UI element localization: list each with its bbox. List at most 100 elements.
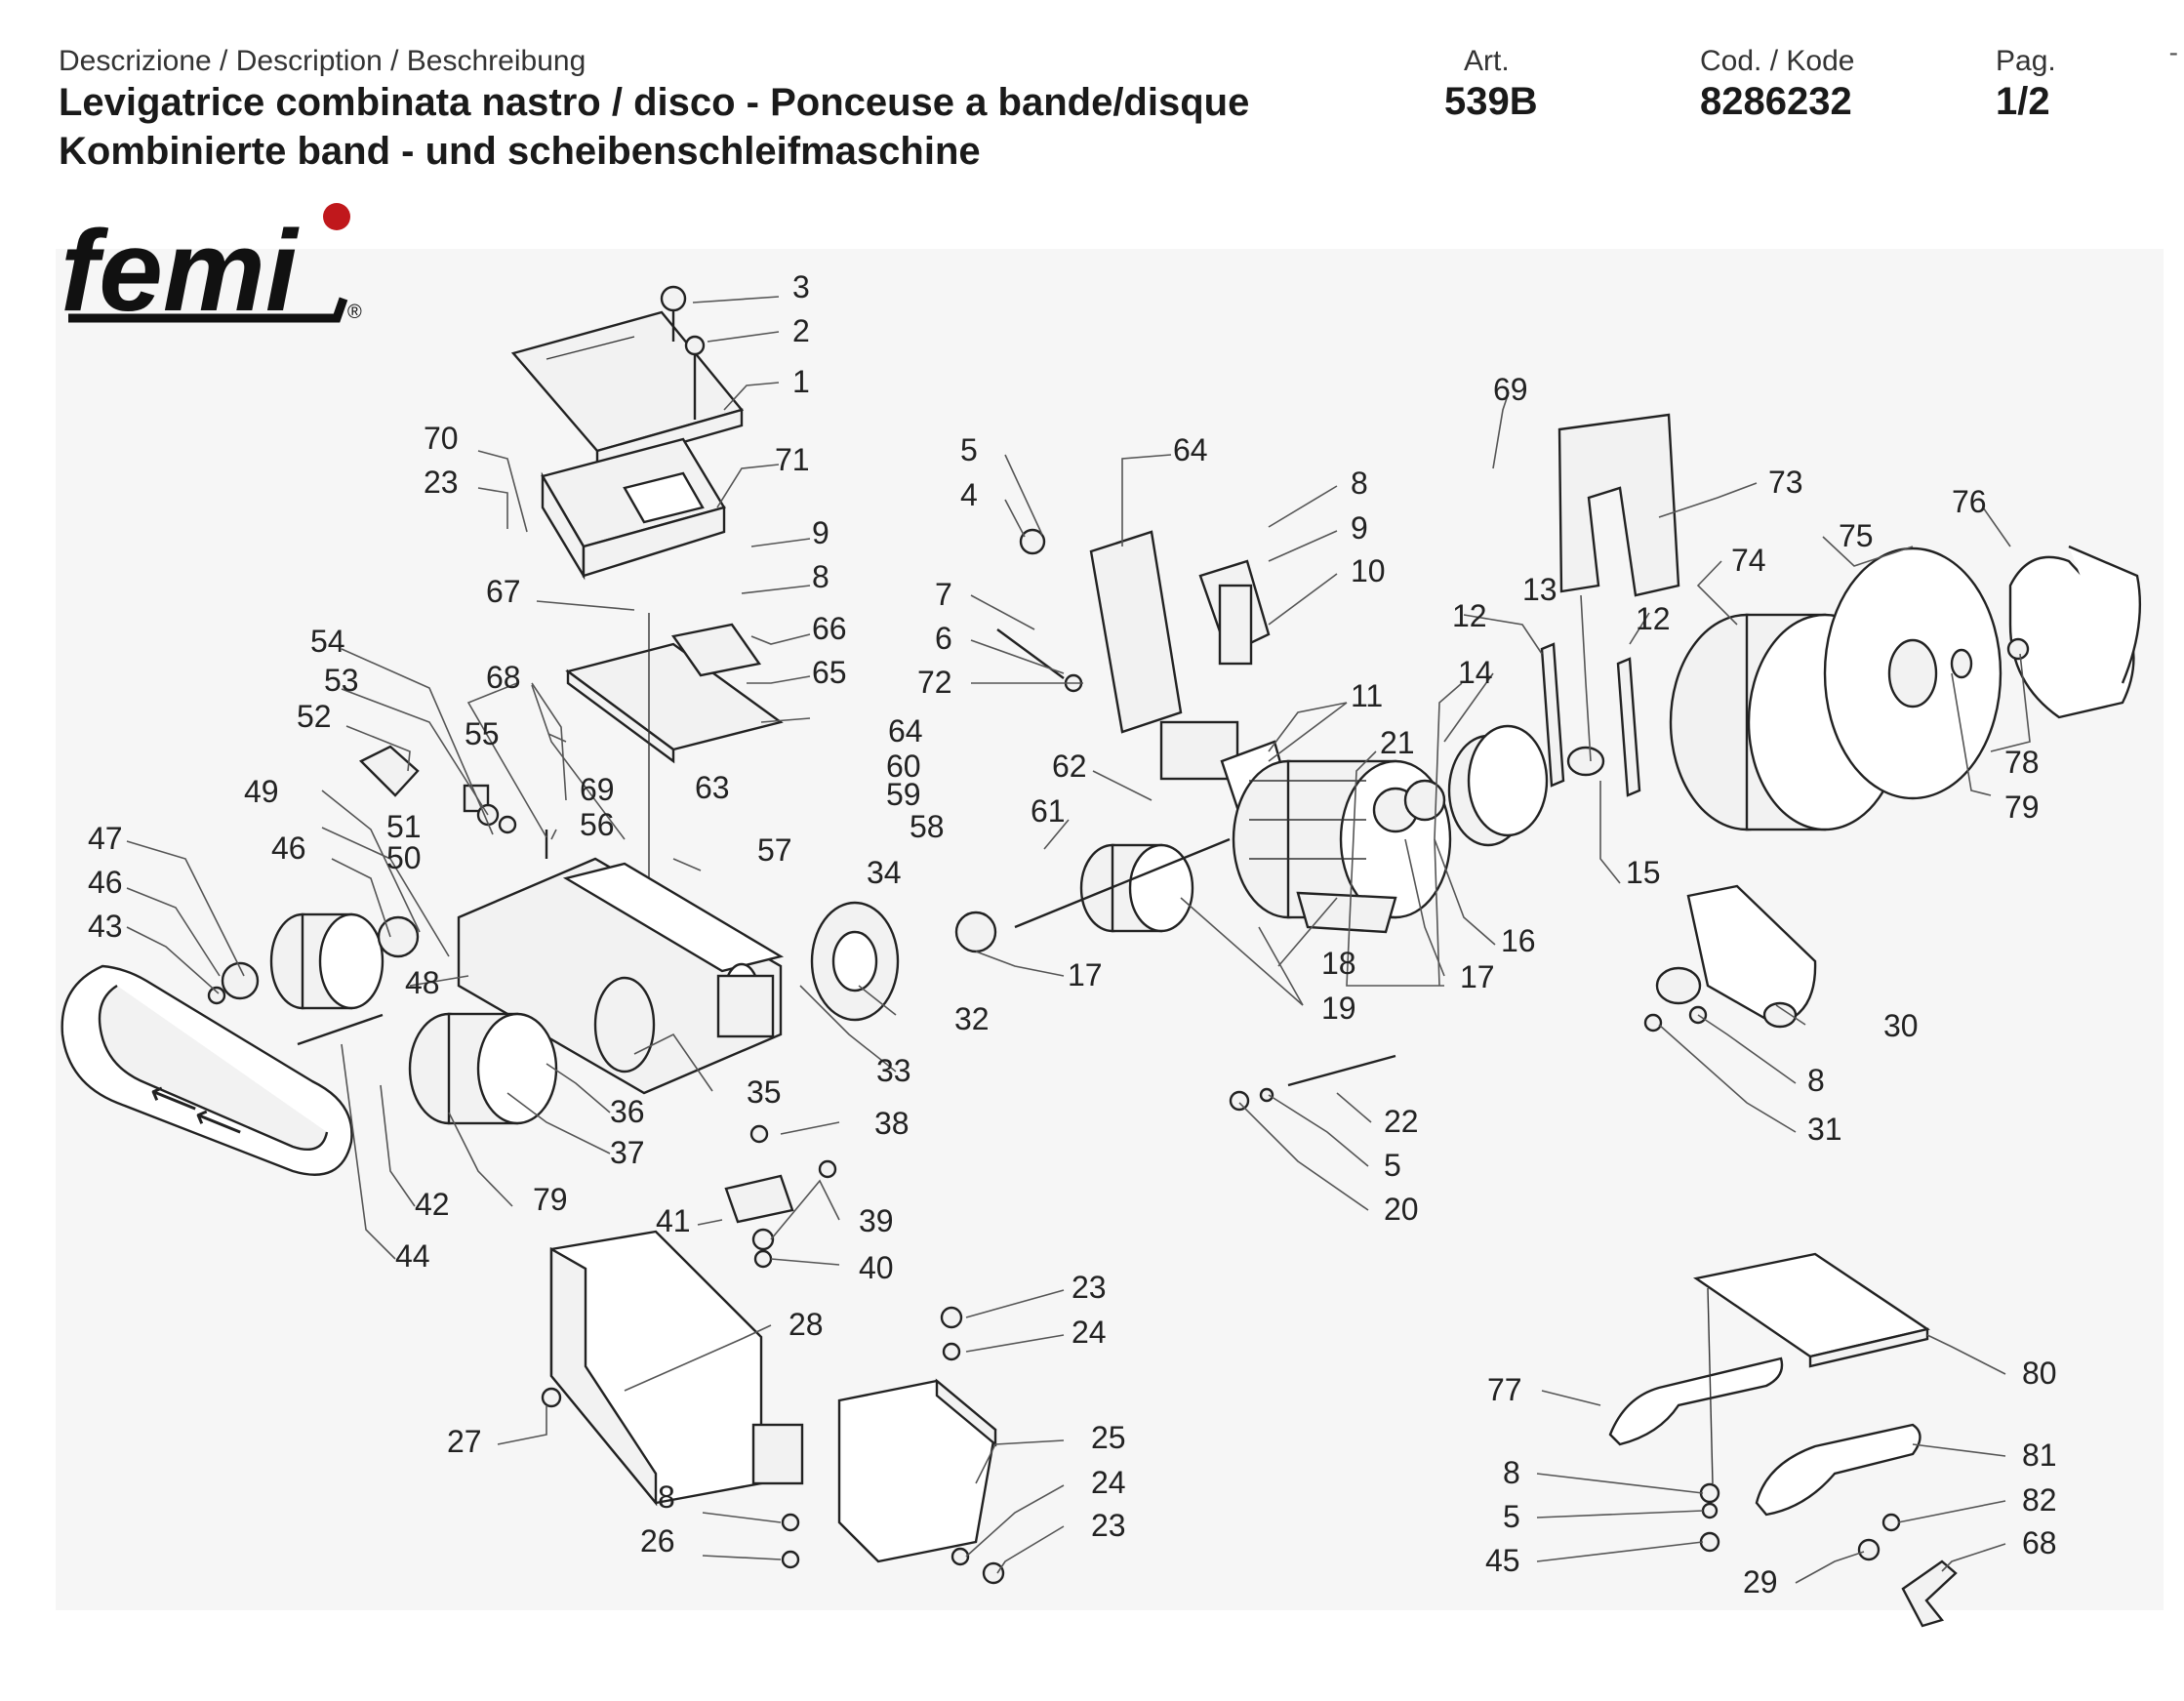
art-label: Art. (1464, 45, 1510, 77)
callout-59: 59 (886, 777, 921, 812)
callout-46b: 46 (88, 865, 123, 900)
motor-assembly (810, 759, 1452, 1022)
callout-38: 38 (874, 1106, 910, 1141)
callout-62: 62 (1052, 749, 1087, 784)
callout-42: 42 (415, 1187, 450, 1222)
callout-12b: 12 (1636, 601, 1671, 636)
callout-29: 29 (1743, 1564, 1778, 1600)
callout-26: 26 (640, 1523, 675, 1559)
callout-45: 45 (1485, 1543, 1520, 1578)
callout-30: 30 (1883, 1008, 1919, 1043)
callout-65: 65 (812, 655, 847, 690)
fan-and-disc-assembly (1447, 413, 2142, 1005)
callout-16: 16 (1501, 923, 1536, 958)
code-value: 8286232 (1700, 80, 1852, 123)
callout-28: 28 (789, 1307, 824, 1342)
motor-bracket-assembly (996, 528, 1290, 810)
callout-51: 51 (386, 809, 422, 844)
callout-5b: 5 (1384, 1148, 1401, 1183)
callout-58: 58 (910, 809, 945, 844)
title-line-1: Levigatrice combinata nastro / disco - P… (59, 81, 1250, 124)
callout-36: 36 (610, 1094, 645, 1129)
page-value: 1/2 (1996, 80, 2050, 123)
callout-5a: 5 (960, 432, 978, 467)
header-block: Descrizione / Description / Beschreibung… (59, 45, 1249, 176)
callout-41: 41 (656, 1203, 691, 1238)
callout-6: 6 (935, 621, 952, 656)
callout-50: 50 (386, 840, 422, 875)
callout-8e: 8 (1503, 1455, 1520, 1490)
callout-72: 72 (917, 665, 952, 700)
callout-4: 4 (960, 477, 978, 512)
callout-32: 32 (954, 1001, 990, 1036)
callout-8c: 8 (1351, 466, 1368, 501)
callout-40: 40 (859, 1250, 894, 1285)
bracket-41 (724, 1124, 837, 1269)
base-pan-assembly (541, 1230, 1005, 1585)
callout-22: 22 (1384, 1104, 1419, 1139)
art-column: Art. 539B (1444, 45, 1538, 124)
callout-9: 9 (812, 515, 829, 550)
callout-53: 53 (324, 663, 359, 698)
callout-69b: 69 (1493, 372, 1528, 407)
callout-23c: 23 (1091, 1508, 1126, 1543)
belt-and-roller-assembly: ⟵ ⟵ (61, 745, 558, 1176)
callout-9b: 9 (1351, 510, 1368, 546)
callout-39: 39 (859, 1203, 894, 1238)
callout-56: 56 (580, 807, 615, 842)
callout-17a: 17 (1068, 957, 1103, 992)
callout-48: 48 (405, 965, 440, 1000)
callout-71: 71 (775, 442, 810, 477)
callout-64: 64 (888, 713, 923, 749)
page-label: Pag. (1996, 45, 2056, 77)
disc-guard (1643, 884, 1817, 1033)
callout-8d: 8 (1807, 1063, 1825, 1098)
callout-49: 49 (244, 774, 279, 809)
registered-mark: ® (347, 302, 362, 323)
callout-8: 8 (812, 559, 829, 594)
table-assembly (1608, 1252, 1958, 1628)
callout-76: 76 (1952, 484, 1987, 519)
callout-73: 73 (1768, 465, 1803, 500)
code-label: Cod. / Kode (1700, 45, 1855, 77)
callout-18: 18 (1321, 946, 1356, 981)
callout-46a: 46 (271, 830, 306, 866)
callout-10: 10 (1351, 553, 1386, 588)
callout-19: 19 (1321, 991, 1356, 1026)
callout-47: 47 (88, 821, 123, 856)
callout-79b: 79 (2004, 790, 2040, 825)
callout-67: 67 (486, 574, 521, 609)
callout-70: 70 (424, 421, 459, 456)
callout-64b: 64 (1173, 432, 1208, 467)
title-line-2: Kombinierte band - und scheibenschleifma… (59, 130, 981, 173)
callout-5c: 5 (1503, 1499, 1520, 1534)
callout-3: 3 (792, 269, 810, 304)
callout-79: 79 (533, 1182, 568, 1217)
callout-15: 15 (1626, 855, 1661, 890)
callout-23: 23 (424, 465, 459, 500)
callout-34: 34 (867, 855, 902, 890)
callout-33: 33 (876, 1053, 911, 1088)
callout-7: 7 (935, 577, 952, 612)
leader-lines (126, 296, 2031, 1584)
callout-78: 78 (2004, 745, 2040, 780)
corner-mark: - (2168, 37, 2178, 67)
callout-68: 68 (486, 660, 521, 695)
callout-37: 37 (610, 1135, 645, 1170)
callout-63: 63 (695, 770, 730, 805)
callout-31: 31 (1807, 1112, 1842, 1147)
description-label: Descrizione / Description / Beschreibung (59, 45, 586, 77)
callout-11: 11 (1351, 678, 1383, 713)
callout-54: 54 (310, 624, 345, 659)
callout-60: 60 (886, 749, 921, 784)
logo-red-dot (323, 203, 350, 230)
page-column: Pag. 1/2 (1996, 45, 2056, 124)
callout-69: 69 (580, 772, 615, 807)
callout-75: 75 (1839, 518, 1874, 553)
callout-44: 44 (395, 1238, 430, 1274)
callout-12a: 12 (1452, 598, 1487, 633)
callout-20: 20 (1384, 1192, 1419, 1227)
frame-plate-assembly (457, 613, 785, 1095)
callout-52: 52 (297, 699, 332, 734)
